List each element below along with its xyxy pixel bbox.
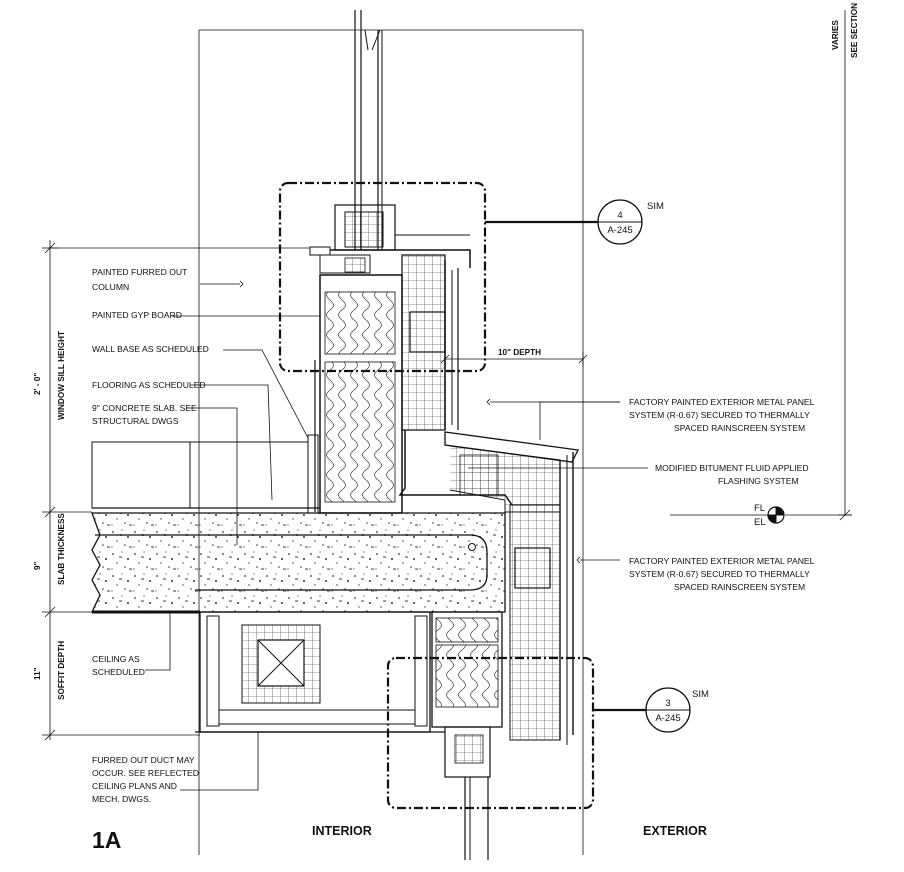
floor-finish — [91, 441, 320, 509]
svg-text:STRUCTURAL DWGS: STRUCTURAL DWGS — [92, 416, 179, 426]
note-wall-base: WALL BASE AS SCHEDULED — [92, 344, 209, 354]
svg-text:MECH. DWGS.: MECH. DWGS. — [92, 794, 151, 804]
window-sill-assembly — [309, 204, 471, 274]
depth-dimension: 10" DEPTH — [498, 348, 541, 357]
svg-text:SPACED RAINSCREEN SYSTEM: SPACED RAINSCREEN SYSTEM — [674, 582, 805, 592]
note-ceiling: CEILING AS SCHEDULED — [92, 654, 145, 677]
note-gyp-board: PAINTED GYP BOARD — [92, 310, 182, 320]
note-slab: 9" CONCRETE SLAB. SEE STRUCTURAL DWGS — [92, 403, 197, 426]
callout-upper-sheet: A-245 — [607, 225, 632, 236]
lower-wall — [431, 611, 503, 860]
elevation-el: EL — [754, 517, 766, 528]
note-metal-panel-upper: FACTORY PAINTED EXTERIOR METAL PANEL SYS… — [629, 397, 815, 433]
slab-dimension: 9" — [33, 561, 42, 570]
svg-text:FACTORY PAINTED EXTERIOR METAL: FACTORY PAINTED EXTERIOR METAL PANEL — [629, 397, 815, 407]
soffit-dimension-label: SOFFIT DEPTH — [57, 641, 66, 700]
svg-text:CEILING PLANS AND: CEILING PLANS AND — [92, 781, 177, 791]
svg-text:FLASHING SYSTEM: FLASHING SYSTEM — [718, 476, 799, 486]
elevation-fl: FL — [754, 503, 765, 514]
svg-text:FURRED OUT DUCT MAY: FURRED OUT DUCT MAY — [92, 755, 195, 765]
wall-assembly — [307, 274, 403, 514]
ceiling-soffit — [195, 611, 445, 733]
callout-bubble-lower[interactable] — [645, 687, 691, 733]
concrete-slab — [90, 512, 506, 614]
varies-dimension-note: SEE SECTION — [850, 3, 859, 58]
sill-dimension-label: WINDOW SILL HEIGHT — [57, 331, 66, 420]
svg-text:PAINTED FURRED OUT: PAINTED FURRED OUT — [92, 267, 188, 277]
svg-text:COLUMN: COLUMN — [92, 282, 129, 292]
svg-text:CEILING AS: CEILING AS — [92, 654, 140, 664]
note-flashing: MODIFIED BITUMENT FLUID APPLIED FLASHING… — [655, 463, 809, 486]
note-furred-column: PAINTED FURRED OUT COLUMN — [92, 267, 188, 292]
rainscreen-upper — [401, 254, 459, 431]
soffit-dimension: 11" — [33, 667, 42, 680]
detail-boundaries — [278, 181, 595, 810]
svg-text:9" CONCRETE SLAB. SEE: 9" CONCRETE SLAB. SEE — [92, 403, 197, 413]
svg-text:SCHEDULED: SCHEDULED — [92, 667, 145, 677]
svg-text:FACTORY PAINTED EXTERIOR METAL: FACTORY PAINTED EXTERIOR METAL PANEL — [629, 556, 815, 566]
svg-text:OCCUR. SEE REFLECTED: OCCUR. SEE REFLECTED — [92, 768, 199, 778]
exterior-label: EXTERIOR — [643, 824, 707, 838]
svg-text:SOFFIT DEPTH: SOFFIT DEPTH — [57, 641, 66, 700]
detail-number: 1A — [92, 827, 121, 853]
svg-text:2' - 0": 2' - 0" — [33, 373, 42, 395]
callout-upper-number: 4 — [617, 210, 622, 221]
svg-text:SYSTEM (R-0.67) SECURED TO THE: SYSTEM (R-0.67) SECURED TO THERMALLY — [629, 410, 810, 420]
slab-dimension-label: SLAB THICKNESS — [57, 513, 66, 585]
svg-text:9": 9" — [33, 561, 42, 570]
note-duct: FURRED OUT DUCT MAY OCCUR. SEE REFLECTED… — [92, 755, 199, 804]
interior-label: INTERIOR — [312, 824, 372, 838]
varies-dimension: VARIES — [831, 20, 840, 50]
note-flooring: FLOORING AS SCHEDULED — [92, 380, 206, 390]
callout-lower-sim: SIM — [692, 689, 709, 700]
svg-text:11": 11" — [33, 667, 42, 680]
svg-text:VARIES: VARIES — [831, 20, 840, 50]
callout-bubble-upper[interactable] — [597, 199, 643, 245]
note-metal-panel-lower: FACTORY PAINTED EXTERIOR METAL PANEL SYS… — [629, 556, 815, 592]
callout-leaders — [485, 220, 648, 712]
elevation-marker — [767, 506, 785, 524]
callout-lower-number: 3 — [665, 698, 670, 709]
svg-text:SEE SECTION: SEE SECTION — [850, 3, 859, 58]
svg-text:SLAB THICKNESS: SLAB THICKNESS — [57, 513, 66, 585]
svg-text:SYSTEM (R-0.67) SECURED TO THE: SYSTEM (R-0.67) SECURED TO THERMALLY — [629, 569, 810, 579]
svg-text:MODIFIED BITUMENT FLUID APPLI: MODIFIED BITUMENT FLUID APPLIED — [655, 463, 809, 473]
sloped-flashing — [398, 430, 579, 513]
sill-dimension: 2' - 0" — [33, 373, 42, 395]
callout-lower-sheet: A-245 — [655, 713, 680, 724]
leader-lines — [145, 280, 648, 791]
svg-text:WINDOW SILL HEIGHT: WINDOW SILL HEIGHT — [57, 331, 66, 420]
exterior-metal-panel — [509, 452, 574, 745]
dimension-lines — [42, 10, 852, 741]
svg-text:SPACED RAINSCREEN SYSTEM: SPACED RAINSCREEN SYSTEM — [674, 423, 805, 433]
callout-upper-sim: SIM — [647, 201, 664, 212]
